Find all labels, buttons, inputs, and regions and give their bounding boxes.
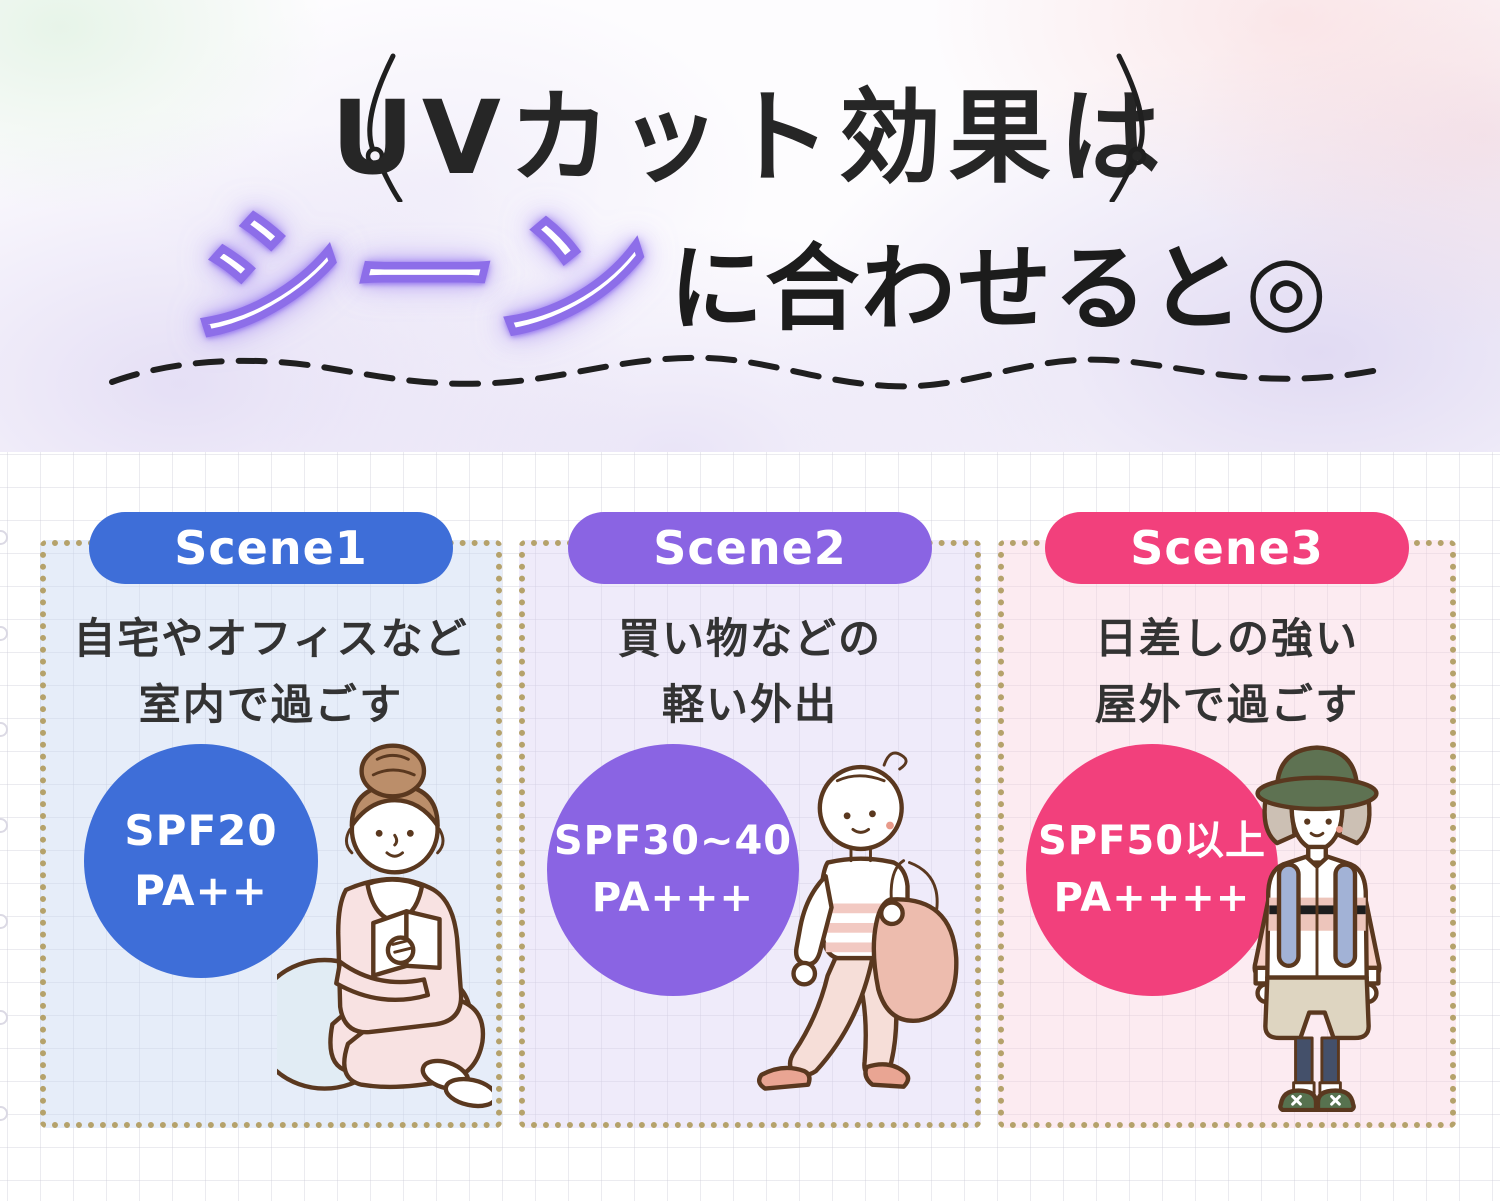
scene3-description: 日差しの強い 屋外で過ごす [1004, 606, 1450, 739]
scene2-spf-value: SPF30~40 [553, 818, 793, 865]
scene-card-3: Scene3 日差しの強い 屋外で過ごす SPF50以上 PA++++ [998, 512, 1456, 1128]
scene2-description-line2: 軽い外出 [661, 681, 838, 729]
scene3-spf-circle: SPF50以上 PA++++ [1026, 744, 1278, 996]
scene3-description-line1: 日差しの強い [1094, 615, 1359, 662]
paper-hole-decoration [0, 818, 8, 833]
scene2-description-line1: 買い物などの [617, 615, 882, 662]
paper-hole-decoration [0, 1010, 8, 1025]
page-title: UVカット効果は [331, 79, 1169, 198]
scene3-spf-value: SPF50以上 [1037, 818, 1267, 865]
paper-hole-decoration [0, 530, 8, 545]
paper-hole-decoration [0, 722, 8, 737]
paper-hole-decoration [0, 914, 8, 929]
flourish-line-left-icon [365, 53, 403, 202]
scene1-description-line2: 室内で過ごす [138, 681, 404, 729]
scene1-description-line1: 自宅やオフィスなど [73, 615, 469, 662]
scenes-section: Scene1 自宅やオフィスなど 室内で過ごす SPF20 PA++ [0, 452, 1500, 1201]
subtitle-rest: に合わせると◎ [669, 234, 1330, 345]
subtitle: シーンに合わせると◎ [0, 190, 1500, 364]
scene1-description: 自宅やオフィスなど 室内で過ごす [46, 606, 496, 739]
highlight-word: シーン [179, 190, 642, 364]
scene1-badge: Scene1 [89, 512, 453, 584]
wavy-divider-line [109, 354, 1391, 390]
scene2-spf-circle: SPF30~40 PA+++ [547, 744, 799, 996]
scene2-pa-value: PA+++ [591, 875, 755, 921]
scene3-description-line2: 屋外で過ごす [1094, 681, 1360, 729]
paper-hole-decoration [0, 1106, 8, 1121]
woman-reading-indoors-illustration [277, 743, 492, 1109]
scene-card-2: Scene2 買い物などの 軽い外出 SPF30~40 PA+++ [519, 512, 981, 1128]
scene2-badge: Scene2 [568, 512, 932, 584]
header-section: UVカット効果は シーンに合わせると◎ [0, 0, 1500, 452]
paper-hole-decoration [0, 626, 8, 641]
scene2-description: 買い物などの 軽い外出 [525, 606, 975, 739]
woman-walking-shopping-illustration [756, 751, 959, 1091]
hiker-outdoors-illustration [1252, 745, 1382, 1112]
scene-card-1: Scene1 自宅やオフィスなど 室内で過ごす SPF20 PA++ [40, 512, 502, 1128]
flourish-line-right-icon [1109, 53, 1147, 202]
scene1-spf-value: SPF20 [124, 806, 278, 856]
scene3-badge: Scene3 [1045, 512, 1409, 584]
scene1-pa-value: PA++ [134, 866, 268, 915]
scene3-pa-value: PA++++ [1053, 875, 1251, 921]
scene1-spf-circle: SPF20 PA++ [84, 744, 318, 978]
